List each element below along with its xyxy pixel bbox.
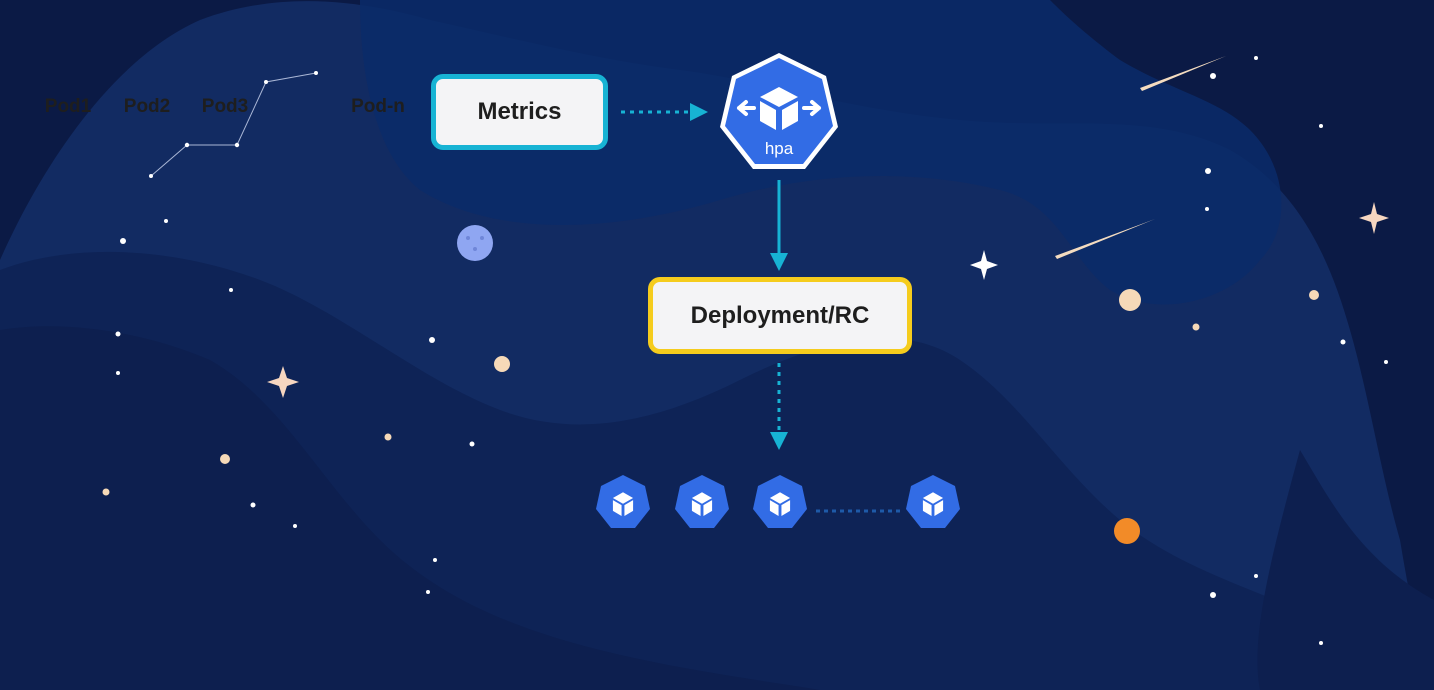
shooting-stars: [1055, 56, 1226, 259]
small-stars: [115, 56, 1388, 645]
metrics-box: Metrics: [431, 74, 608, 150]
warm-stars: [102, 290, 1319, 496]
planets: [457, 225, 1141, 544]
sparkle-stars: [267, 202, 1389, 398]
deployment-rc-box: Deployment/RC: [648, 277, 912, 354]
hpa-label: hpa: [764, 139, 794, 158]
metrics-label: Metrics: [477, 98, 562, 125]
pod-n-label: Pod-n: [351, 96, 405, 117]
constellation-stars: [149, 71, 318, 178]
pod1-label: Pod1: [44, 96, 92, 117]
pod2-label: Pod2: [123, 96, 171, 117]
pod3-label: Pod3: [201, 96, 249, 117]
deployment-rc-label: Deployment/RC: [690, 301, 870, 329]
